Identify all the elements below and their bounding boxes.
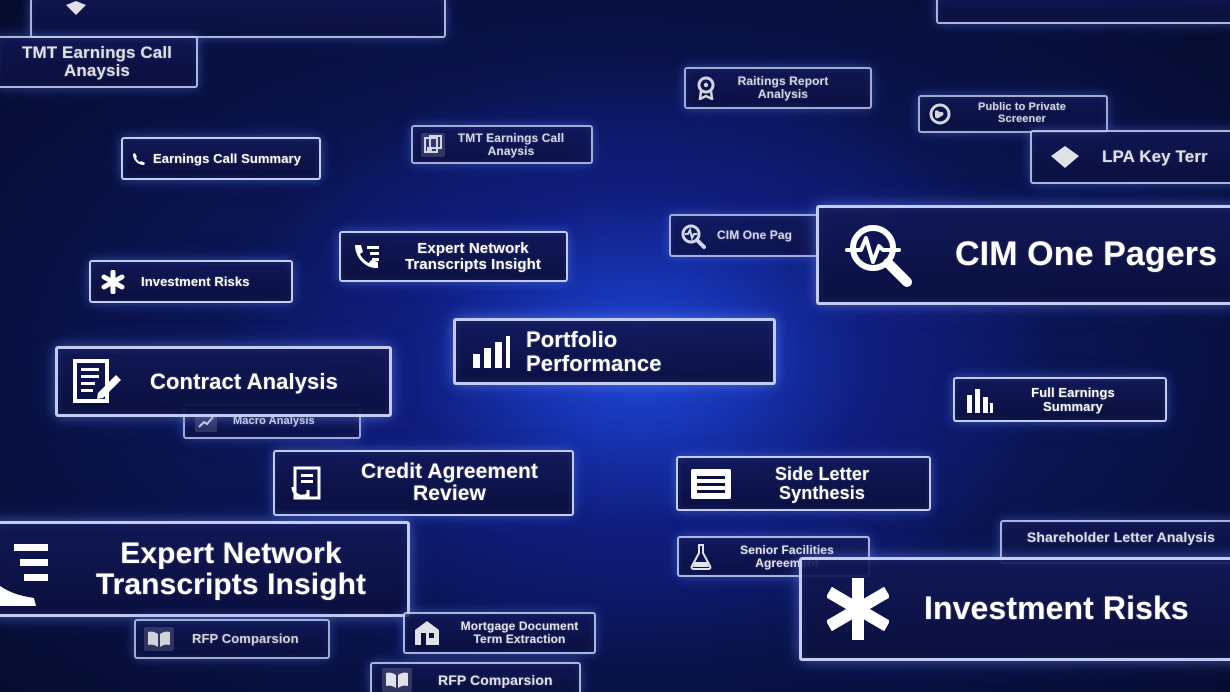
tile-label: RFP Comparsion — [192, 631, 299, 647]
phone-icon — [0, 530, 52, 608]
flask-icon — [689, 543, 713, 570]
phone-icon — [351, 242, 381, 272]
building-icon — [413, 619, 441, 647]
tile-label: Public to Private Screener — [978, 101, 1066, 125]
tile-label: RFP Comparsion — [438, 671, 553, 688]
tile-expert-network-large[interactable]: Expert Network Transcripts Insight — [0, 521, 410, 617]
tile-cim-one-pagers-large[interactable]: CIM One Pagers — [816, 205, 1230, 305]
asterisk-icon — [101, 269, 125, 294]
asterisk-icon — [826, 577, 890, 641]
tile-label: Side Letter Synthesis — [774, 463, 870, 503]
contract-icon — [70, 358, 126, 406]
tile-mortgage-document-term-extraction[interactable]: Mortgage Document Term Extraction — [403, 612, 596, 654]
bar-chart-icon — [470, 332, 512, 372]
book-icon — [144, 627, 174, 651]
tile-label: Contract Analysis — [150, 368, 338, 394]
tile-credit-agreement-review[interactable]: Credit Agreement Review — [273, 450, 574, 516]
tile-label: Earnings Call Summary — [153, 150, 302, 166]
bar-chart-icon — [965, 385, 995, 415]
tile-label: Shareholder Letter Analysis — [1026, 529, 1216, 545]
document-icon — [421, 132, 445, 157]
tile-expert-network-small[interactable]: Expert Network Transcripts Insight — [339, 231, 568, 282]
tile-rfp-comparison-bottom[interactable]: RFP Comparsion — [370, 662, 581, 692]
tile-label: Credit Agreement Review — [360, 459, 539, 505]
tile-side-letter-synthesis[interactable]: Side Letter Synthesis — [676, 456, 931, 511]
tile-tmt-earnings-top-left[interactable]: TMT Earnings Call Anaysis — [0, 36, 198, 88]
tile-tmt-earnings-center[interactable]: TMT Earnings Call Anaysis — [411, 125, 593, 164]
tile-label: Investment Risks — [141, 273, 250, 289]
refresh-document-icon — [287, 463, 327, 503]
tile-label: Investment Risks — [924, 590, 1189, 627]
tile-full-earnings-summary[interactable]: Full Earnings Summary — [953, 377, 1167, 422]
tile-label: Mortgage Document Term Extraction — [460, 619, 579, 646]
tile-rfp-comparison-left[interactable]: RFP Comparsion — [134, 619, 330, 659]
search-pulse-icon — [841, 219, 919, 291]
tile-label: Portfolio Performance — [526, 327, 662, 376]
tile-raitings-report[interactable]: Raitings Report Analysis — [684, 67, 872, 109]
tile-shareholder-letter-analysis[interactable]: Shareholder Letter Analysis — [1000, 520, 1230, 564]
tile-label: LPA Key Terr — [1102, 147, 1208, 167]
tile-label: Full Earnings Summary — [1031, 384, 1115, 414]
tile-label: Raitings Report Analysis — [737, 74, 829, 101]
top-left-cut-tile — [30, 0, 446, 38]
badge-icon — [694, 76, 718, 100]
tile-investment-risks-large[interactable]: Investment Risks — [799, 557, 1230, 661]
tile-label: CIM One Pag — [717, 228, 793, 243]
globe-icon — [928, 102, 952, 126]
book-icon — [382, 668, 412, 692]
search-pulse-icon — [679, 222, 707, 250]
tile-public-to-private-screener[interactable]: Public to Private Screener — [918, 95, 1108, 133]
phone-icon — [131, 151, 147, 167]
tile-investment-risks-small[interactable]: Investment Risks — [89, 260, 293, 303]
tile-label: TMT Earnings Call Anaysis — [457, 130, 565, 158]
tile-earnings-call-summary[interactable]: Earnings Call Summary — [121, 137, 321, 180]
tile-label: Macro Analysis — [233, 414, 315, 427]
tile-lpa-key-terms[interactable]: LPA Key Terr — [1030, 130, 1230, 184]
tile-label: Expert Network Transcripts Insight — [404, 239, 542, 273]
tile-label: TMT Earnings Call Anaysis — [22, 43, 172, 80]
tile-cim-one-pagers-small[interactable]: CIM One Pag — [669, 214, 819, 257]
lines-icon — [690, 467, 732, 501]
tile-label: Expert Network Transcripts Insight — [95, 536, 367, 601]
diamond-icon — [1046, 143, 1084, 171]
tile-contract-analysis[interactable]: Contract Analysis — [55, 346, 392, 417]
tile-portfolio-performance[interactable]: Portfolio Performance — [453, 318, 776, 385]
diamond-icon — [62, 0, 90, 24]
tile-label: CIM One Pagers — [955, 235, 1218, 274]
top-right-cut-tile — [936, 0, 1230, 24]
